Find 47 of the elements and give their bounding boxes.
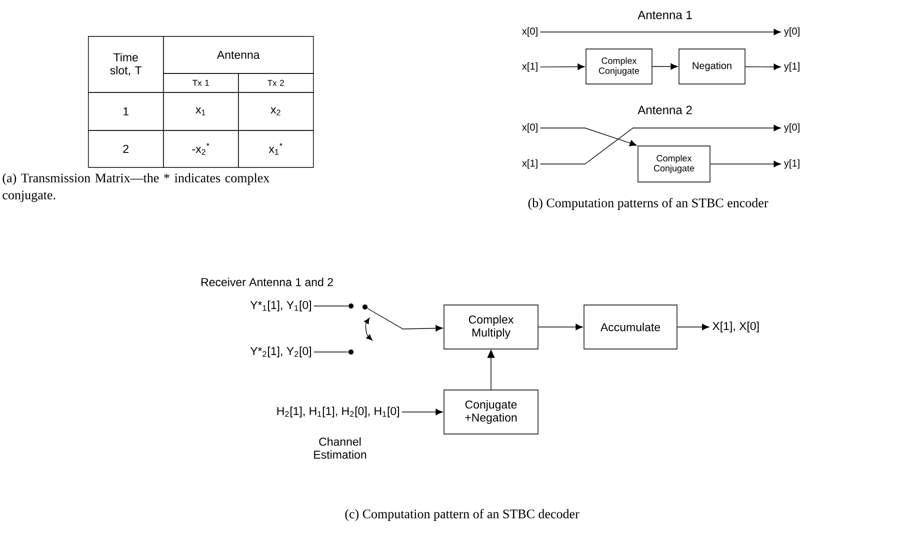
signal-label: X[1], X[0] <box>712 322 759 332</box>
signal-label: x[0] <box>522 123 538 133</box>
arrow <box>540 128 637 146</box>
process-box: Negation <box>678 48 746 84</box>
process-box: Complex Conjugate <box>638 146 710 182</box>
table-cell: 1 <box>88 92 164 131</box>
arrow <box>367 308 443 332</box>
arrow <box>540 124 781 164</box>
signal-label: Y*$_{2}$[1], Y$_{2}$[0] <box>250 346 311 358</box>
arrow <box>402 408 443 416</box>
process-box: Accumulate <box>584 304 678 350</box>
table-cell: 2 <box>88 130 164 168</box>
arrow <box>710 160 781 168</box>
signal-label: x[0] <box>522 27 538 37</box>
arrow <box>487 349 495 390</box>
table-cell: Antenna <box>163 36 314 74</box>
arrow <box>745 64 781 70</box>
signal-label: y[0] <box>784 123 800 133</box>
arrow <box>652 63 678 70</box>
table-cell: -x$_{2}$* <box>163 130 239 168</box>
signal-label: x[1] <box>522 159 538 169</box>
arrow <box>538 324 583 330</box>
process-box: Complex Multiply <box>444 304 538 350</box>
process-box: Conjugate +Negation <box>444 390 538 434</box>
process-box: Complex Conjugate <box>586 48 652 84</box>
table-cell: x$_{1}$ <box>163 92 239 131</box>
figure-caption: (a) Transmission Matrix—the * indicates complex conjugate. <box>2 173 270 202</box>
panel-title: Receiver Antenna 1 and 2 <box>201 278 333 286</box>
table-cell: Tx 2 <box>238 73 314 93</box>
signal-label: y[1] <box>784 159 800 169</box>
table-cell: x$_{2}$ <box>238 92 314 131</box>
signal-label: Y*$_{1}$[1], Y$_{1}$[0] <box>250 300 311 312</box>
figure-caption: (b) Computation patterns of an STBC encoder <box>528 198 768 210</box>
signal-label: y[1] <box>784 62 800 72</box>
arrow <box>677 324 710 330</box>
arrow <box>540 64 585 70</box>
figure-caption: (c) Computation pattern of an STBC decoder <box>345 509 580 521</box>
panel-title: Antenna 2 <box>638 106 692 114</box>
table-cell: Tx 1 <box>163 73 239 93</box>
table-cell: Time slot, T <box>88 36 164 93</box>
panel-title: Antenna 1 <box>638 10 692 20</box>
signal-label: x[1] <box>522 62 538 72</box>
signal-label: H$_{2}$[1], H$_{1}$[1], H$_{2}$[0], H$_{1}$[0] <box>277 406 399 418</box>
table-cell: x$_{1}$* <box>238 130 314 168</box>
caption-text: Channel Estimation <box>314 437 366 459</box>
arrow <box>540 28 781 36</box>
signal-label: y[0] <box>784 27 800 37</box>
